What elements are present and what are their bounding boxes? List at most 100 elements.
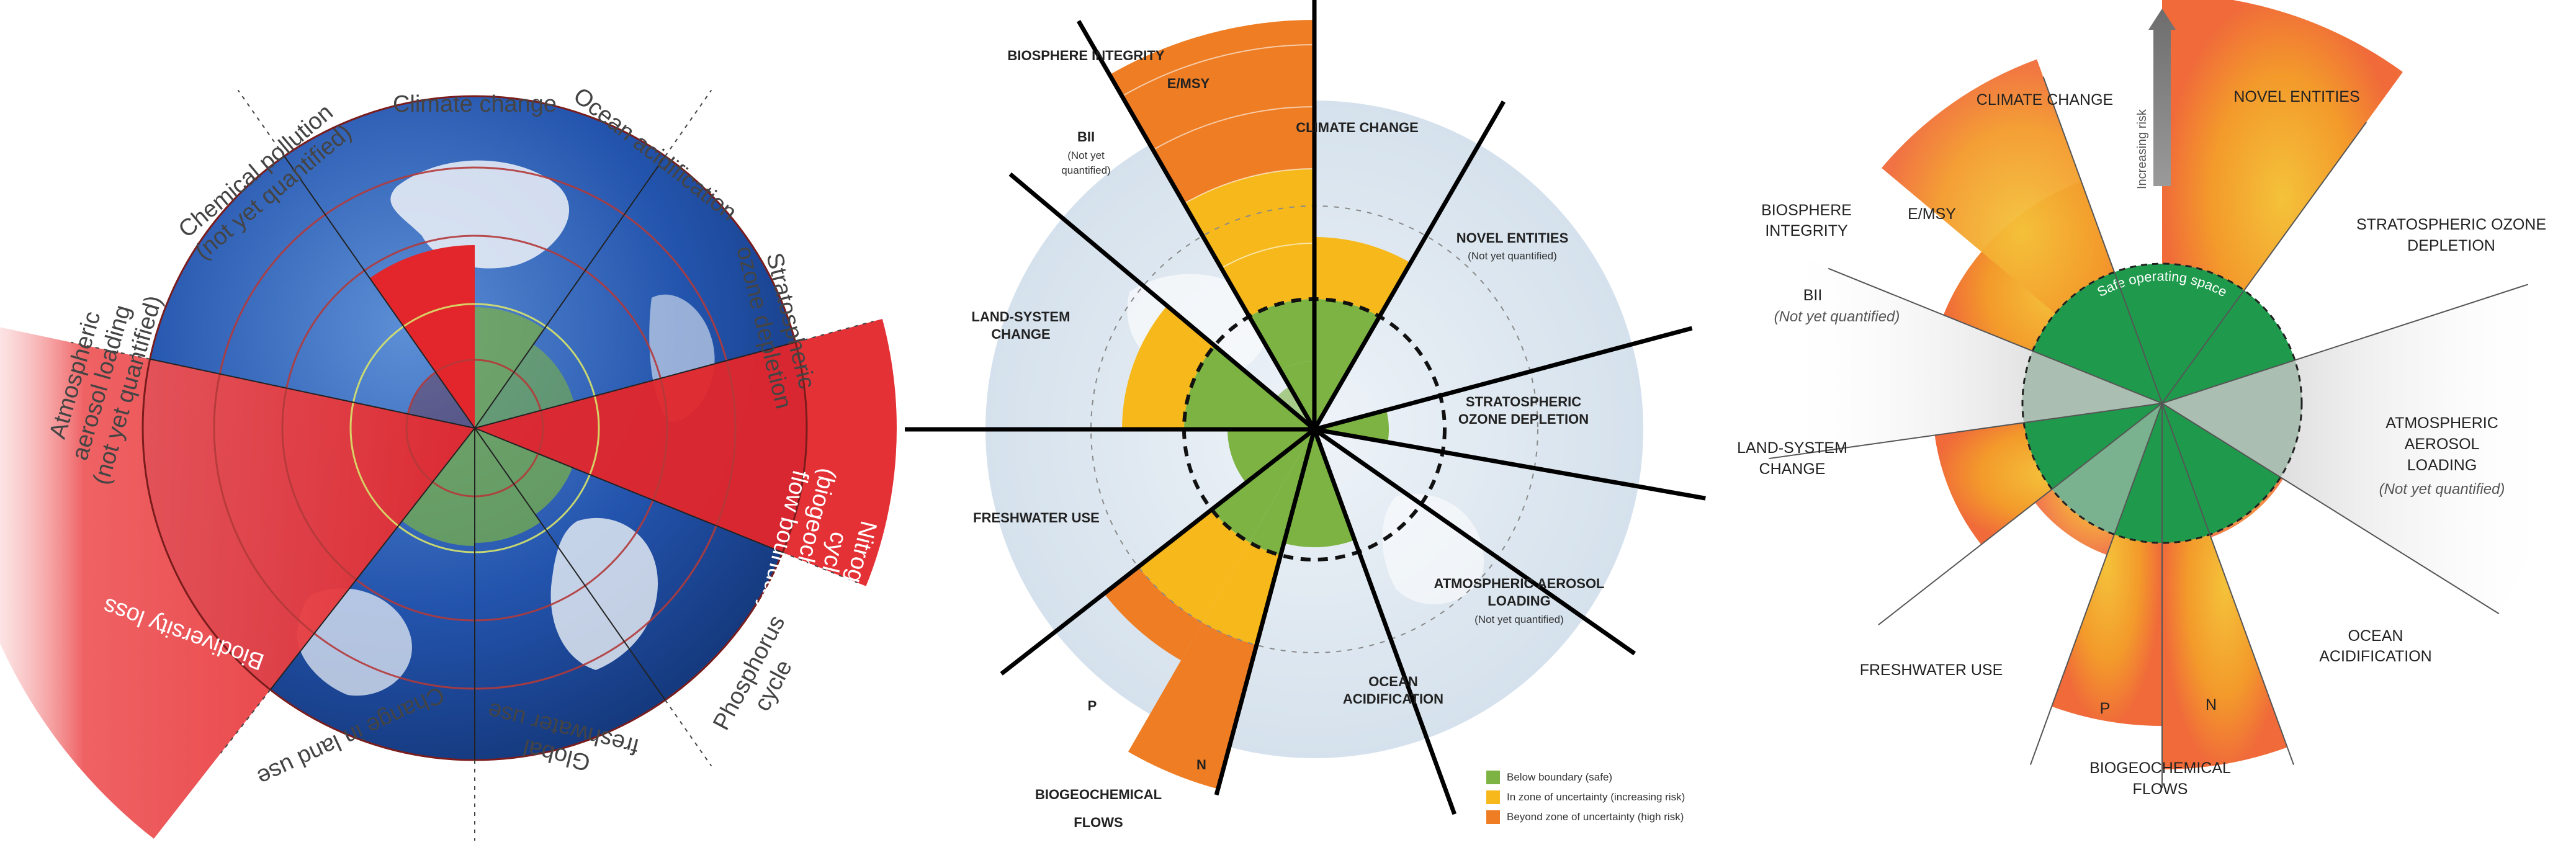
wedge-climate-change <box>369 245 475 428</box>
label-ozone-1: STRATOSPHERIC <box>1466 394 1581 409</box>
label-biosphere-1: BIOSPHERE <box>1761 202 1852 219</box>
divider-5 <box>2161 403 2500 614</box>
wedge-phosphorus-cycle <box>475 428 573 515</box>
divider-9 <box>1878 403 2163 625</box>
label-climate-change: Climate change <box>393 91 557 117</box>
boundary-wedges <box>0 245 897 839</box>
label-land-system-2: CHANGE <box>991 326 1050 342</box>
panel-3-2023-boundaries: Safe operating space Increasing risk CLI… <box>1737 0 2559 798</box>
divider-5 <box>474 427 666 700</box>
divider-2 <box>2042 76 2163 404</box>
label-freshwater-use: FRESHWATER USE <box>973 510 1100 526</box>
label-bii: BII <box>1077 129 1095 145</box>
label-biosphere-integrity: BIOSPHERE INTEGRITY <box>1007 48 1164 63</box>
divider-8 <box>2030 403 2163 765</box>
label-bii-not-quantified-2: quantified) <box>1061 164 1110 176</box>
legend-label-2: In zone of uncertainty (increasing risk) <box>1507 791 1685 803</box>
label-emsy: E/MSY <box>1167 76 1210 91</box>
panel-1-classic-boundaries: Climate change Ocean acidification Strat… <box>0 83 897 841</box>
sector-dividers <box>1769 76 2528 788</box>
divider-9 <box>1000 427 1316 676</box>
label-ozone-2: DEPLETION <box>2407 237 2495 254</box>
wedge-land-uncertain <box>1122 305 1215 429</box>
label-biogeochemical-2: FLOWS <box>2133 781 2188 798</box>
legend-swatch-1 <box>1486 771 1500 784</box>
sector-dividers <box>905 0 1706 815</box>
panel-2-2015-boundaries: BIOSPHERE INTEGRITY E/MSY BII (Not yet q… <box>905 0 1706 830</box>
label-ozone-2: OZONE DEPLETION <box>1458 411 1589 427</box>
sector-dividers <box>71 89 874 841</box>
label-land-system-2: CHANGE <box>1759 460 1826 478</box>
wedge-freshwater-use <box>475 428 541 543</box>
divider-10 <box>1769 403 2163 460</box>
wedge-n-safe <box>1249 429 1314 555</box>
label-aerosol-1: ATMOSPHERIC AEROSOL <box>1434 576 1604 591</box>
wedge-land-use <box>402 428 475 546</box>
label-climate-change: CLIMATE CHANGE <box>1296 120 1419 135</box>
label-novel-entities: NOVEL ENTITIES <box>2233 88 2359 105</box>
wedge-ozone-safe <box>1314 409 1389 442</box>
divider-8 <box>1214 429 1317 796</box>
label-ocean-1: OCEAN <box>2348 627 2403 645</box>
label-biogeochemical-2: FLOWS <box>1074 815 1123 830</box>
land-mass-south <box>550 517 658 670</box>
land-shade-2 <box>1382 494 1484 604</box>
label-aerosol-1: ATMOSPHERIC <box>2385 414 2498 432</box>
wedge-ocean-safe <box>1283 429 1355 548</box>
core-bii-grey <box>2022 351 2162 423</box>
wedge-p-high-risk <box>1104 566 1203 661</box>
legend-label-1: Below boundary (safe) <box>1507 771 1612 783</box>
divider-6 <box>1313 427 1636 656</box>
core-freshwater-grey <box>2052 403 2162 535</box>
label-ozone-1: STRATOSPHERIC OZONE <box>2356 216 2546 233</box>
label-p: P <box>1088 698 1097 714</box>
legend-swatch-3 <box>1486 810 1500 824</box>
wedge-n-high-risk <box>1128 622 1257 789</box>
label-bii: BII <box>1803 287 1823 304</box>
wedge-climate-uncertain <box>1314 237 1411 317</box>
label-p: P <box>2100 700 2111 717</box>
label-biogeochemical-1: BIOGEOCHEMICAL <box>2089 759 2231 777</box>
wedge-freshwater-safe <box>1227 429 1314 483</box>
divider-4 <box>474 427 783 553</box>
wedge-land-safe <box>1184 346 1314 429</box>
wedge-emsy-safe-outer <box>1249 299 1314 370</box>
divider-3 <box>474 341 796 429</box>
divider-7 <box>269 427 475 691</box>
divider-ext-2 <box>665 89 712 157</box>
label-aerosol-3: LOADING <box>2407 457 2477 474</box>
label-aerosol-not-quantified: (Not yet quantified) <box>2379 481 2505 498</box>
label-aerosol-not-quantified: (Not yet quantified) <box>1474 614 1564 625</box>
core-aerosol-grey <box>2162 360 2302 478</box>
wedge-emsy-uncertain <box>1184 169 1314 317</box>
divider-4 <box>1314 326 1693 432</box>
label-increasing-risk: Increasing risk <box>2135 109 2149 189</box>
divider-8 <box>150 358 475 429</box>
divider-ext-5 <box>665 699 712 767</box>
wedge-center-shadow <box>408 372 475 428</box>
label-emsy: E/MSY <box>1908 205 1956 223</box>
wedge-p-safe <box>1211 429 1314 542</box>
legend-swatch-2 <box>1486 790 1500 804</box>
divider-1 <box>1076 20 1317 431</box>
legend-label-3: Beyond zone of uncertainty (high risk) <box>1507 811 1684 823</box>
label-ocean-2: ACIDIFICATION <box>2319 648 2431 665</box>
divider-3 <box>1312 100 1506 431</box>
fan-aerosol-not-quantified <box>2162 280 2559 614</box>
divider-5 <box>1314 427 1706 501</box>
divider-4 <box>2161 284 2528 404</box>
divider-1 <box>1828 267 2163 404</box>
label-biosphere-2: INTEGRITY <box>1765 222 1848 239</box>
divider-3 <box>2161 122 2367 404</box>
label-ocean-1: OCEAN <box>1368 674 1417 689</box>
label-novel-entities: NOVEL ENTITIES <box>1456 230 1569 246</box>
wedge-biodiversity-loss <box>0 327 475 839</box>
label-biogeochemical-1: BIOGEOCHEMICAL <box>1035 787 1162 802</box>
wedge-n-uncertain <box>1203 542 1281 645</box>
boundary-ring <box>2021 262 2303 544</box>
wedge-emsy-high-risk <box>1110 20 1314 204</box>
wedge-nitrogen-cycle <box>475 319 897 586</box>
label-n: N <box>1196 757 1206 772</box>
label-bii-not-quantified-1: (Not yet <box>1067 150 1105 161</box>
